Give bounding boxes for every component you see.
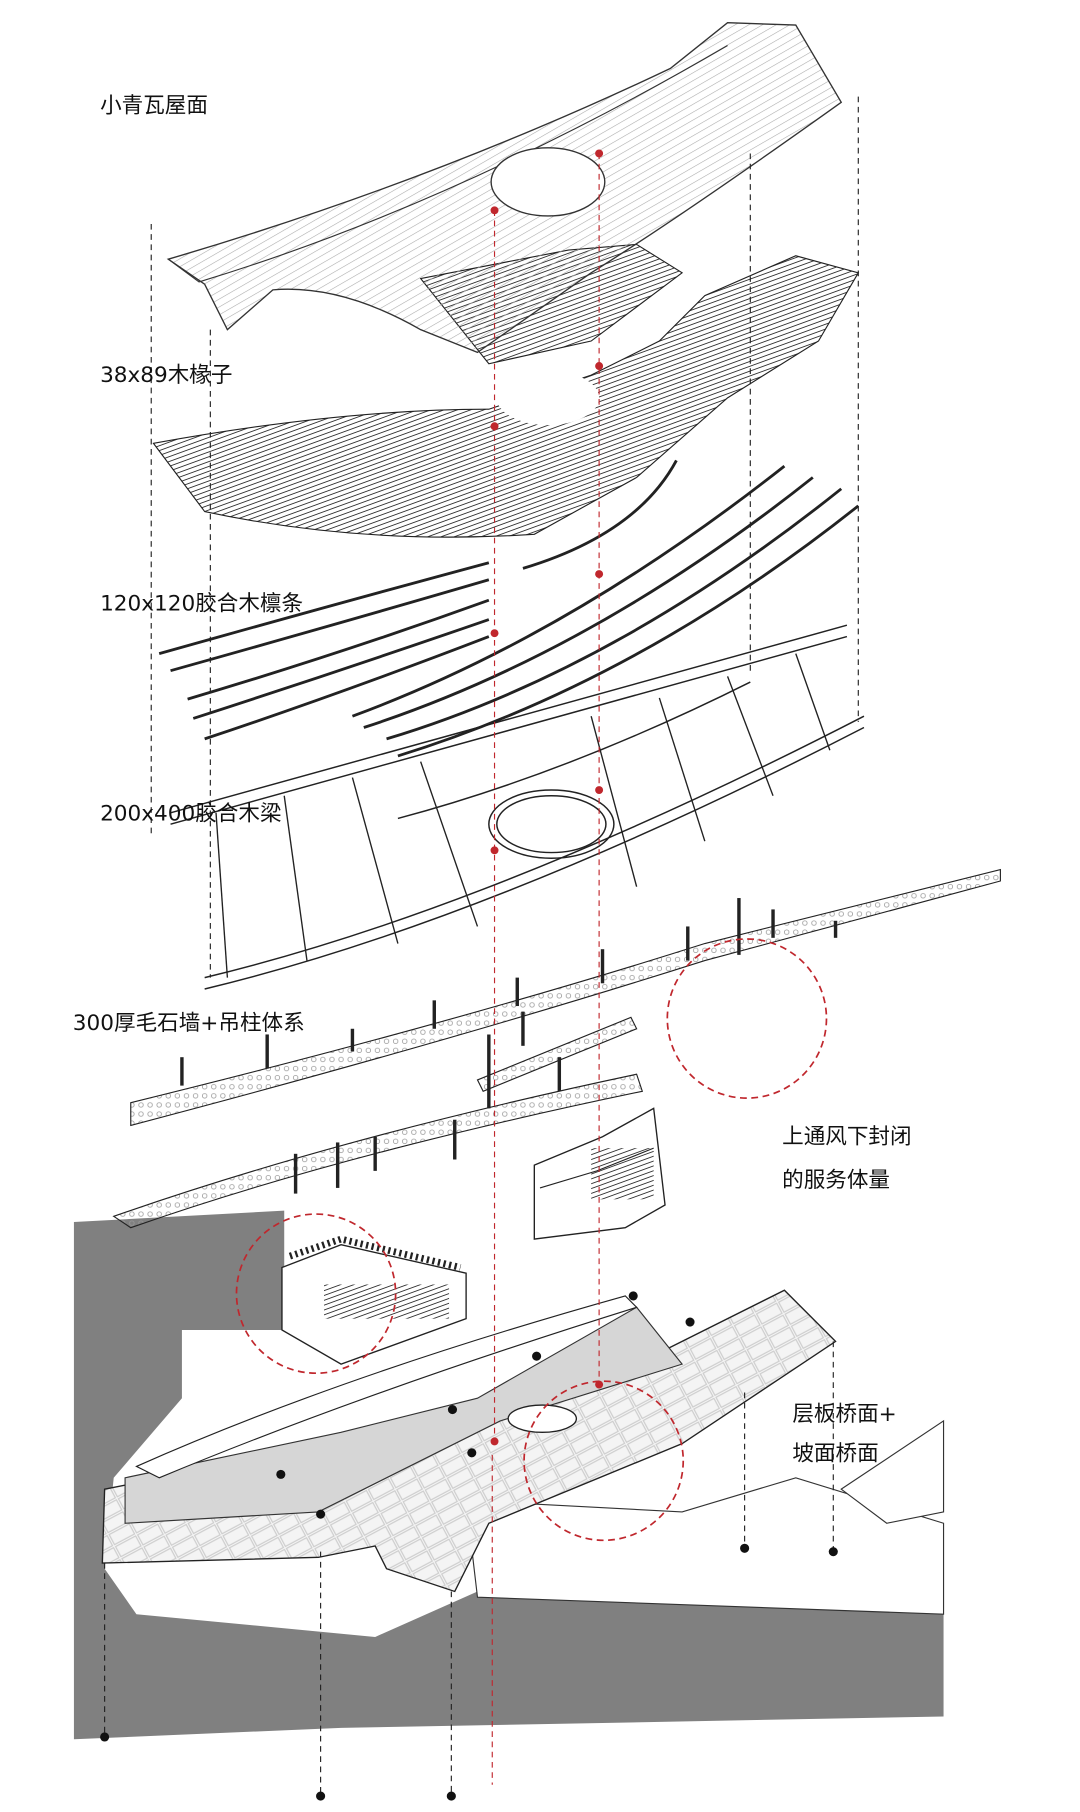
- service-volume-right: [533, 1107, 666, 1240]
- highlight-circles: [235, 938, 828, 1542]
- glulam-beams: [170, 624, 865, 990]
- highlight-service-volume: [235, 1213, 397, 1375]
- label-rafters: 38x89木椽子: [100, 363, 232, 388]
- service-volume-left: [281, 1235, 467, 1365]
- highlight-wall-detail: [666, 938, 828, 1099]
- label-purlins: 120x120胶合木檩条: [100, 591, 303, 616]
- glulam-purlins: [158, 459, 860, 758]
- stone-wall-system: [112, 868, 1001, 1229]
- label-service-line2: 的服务体量: [782, 1168, 890, 1193]
- label-service-line1: 上通风下封闭: [782, 1125, 911, 1150]
- label-deck-line1: 层板桥面+: [792, 1402, 896, 1427]
- highlight-deck-opening: [523, 1380, 685, 1542]
- layer-labels: 小青瓦屋面 38x89木椽子 120x120胶合木檩条 200x400胶合木梁 …: [73, 94, 912, 1467]
- site-ground: [73, 1210, 945, 1740]
- projection-lines: [104, 96, 859, 1797]
- label-roof: 小青瓦屋面: [100, 94, 208, 119]
- bridge-deck: [101, 1289, 837, 1593]
- label-deck-line2: 坡面桥面: [792, 1442, 878, 1467]
- anchor-points: [100, 149, 838, 1801]
- tile-roof: [166, 22, 843, 354]
- label-wall: 300厚毛石墙+吊柱体系: [73, 1011, 305, 1036]
- label-beams: 200x400胶合木梁: [100, 802, 281, 827]
